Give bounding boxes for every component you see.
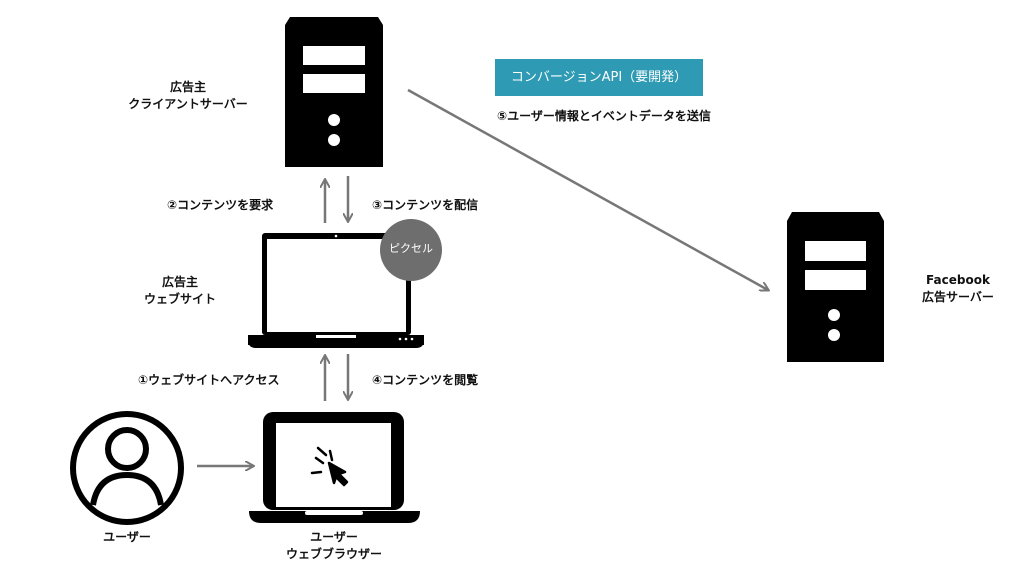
- client-server-label-line1: 広告主: [169, 80, 206, 94]
- pixel-badge-label: ピクセル: [389, 242, 433, 255]
- client-server-icon: [285, 17, 383, 167]
- facebook-server-label-line1: Facebook: [926, 273, 990, 287]
- user-icon: [70, 411, 184, 525]
- website-label-line1: 広告主: [161, 275, 198, 289]
- step5-label: ⑤ユーザー情報とイベントデータを送信: [497, 109, 711, 123]
- step3-label: ③コンテンツを配信: [372, 198, 479, 212]
- browser-label-line1: ユーザー: [310, 530, 358, 544]
- facebook-server-label: Facebook 広告サーバー: [903, 272, 1013, 306]
- facebook-server-label-line2: 広告サーバー: [922, 290, 994, 304]
- user-label: ユーザー: [103, 530, 151, 544]
- arrows: [197, 88, 768, 466]
- pixel-badge-circle: [380, 219, 442, 281]
- website-label: 広告主 ウェブサイト: [130, 274, 230, 308]
- browser-label: ユーザー ウェブブラウザー: [264, 529, 404, 563]
- facebook-server-icon: [787, 212, 884, 362]
- arrow-send-to-facebook: [407, 88, 768, 290]
- client-server-label-line2: クライアントサーバー: [128, 97, 248, 111]
- conversion-api-badge: コンバージョンAPI（要開発）: [495, 59, 703, 96]
- website-label-line2: ウェブサイト: [143, 292, 216, 306]
- step4-label: ④コンテンツを閲覧: [372, 373, 479, 387]
- client-server-label: 広告主 クライアントサーバー: [108, 79, 268, 113]
- step2-label: ②コンテンツを要求: [167, 198, 274, 212]
- cursor-click-icon: [310, 446, 349, 487]
- step1-label: ①ウェブサイトへアクセス: [138, 373, 280, 387]
- browser-label-line2: ウェブブラウザー: [285, 547, 382, 561]
